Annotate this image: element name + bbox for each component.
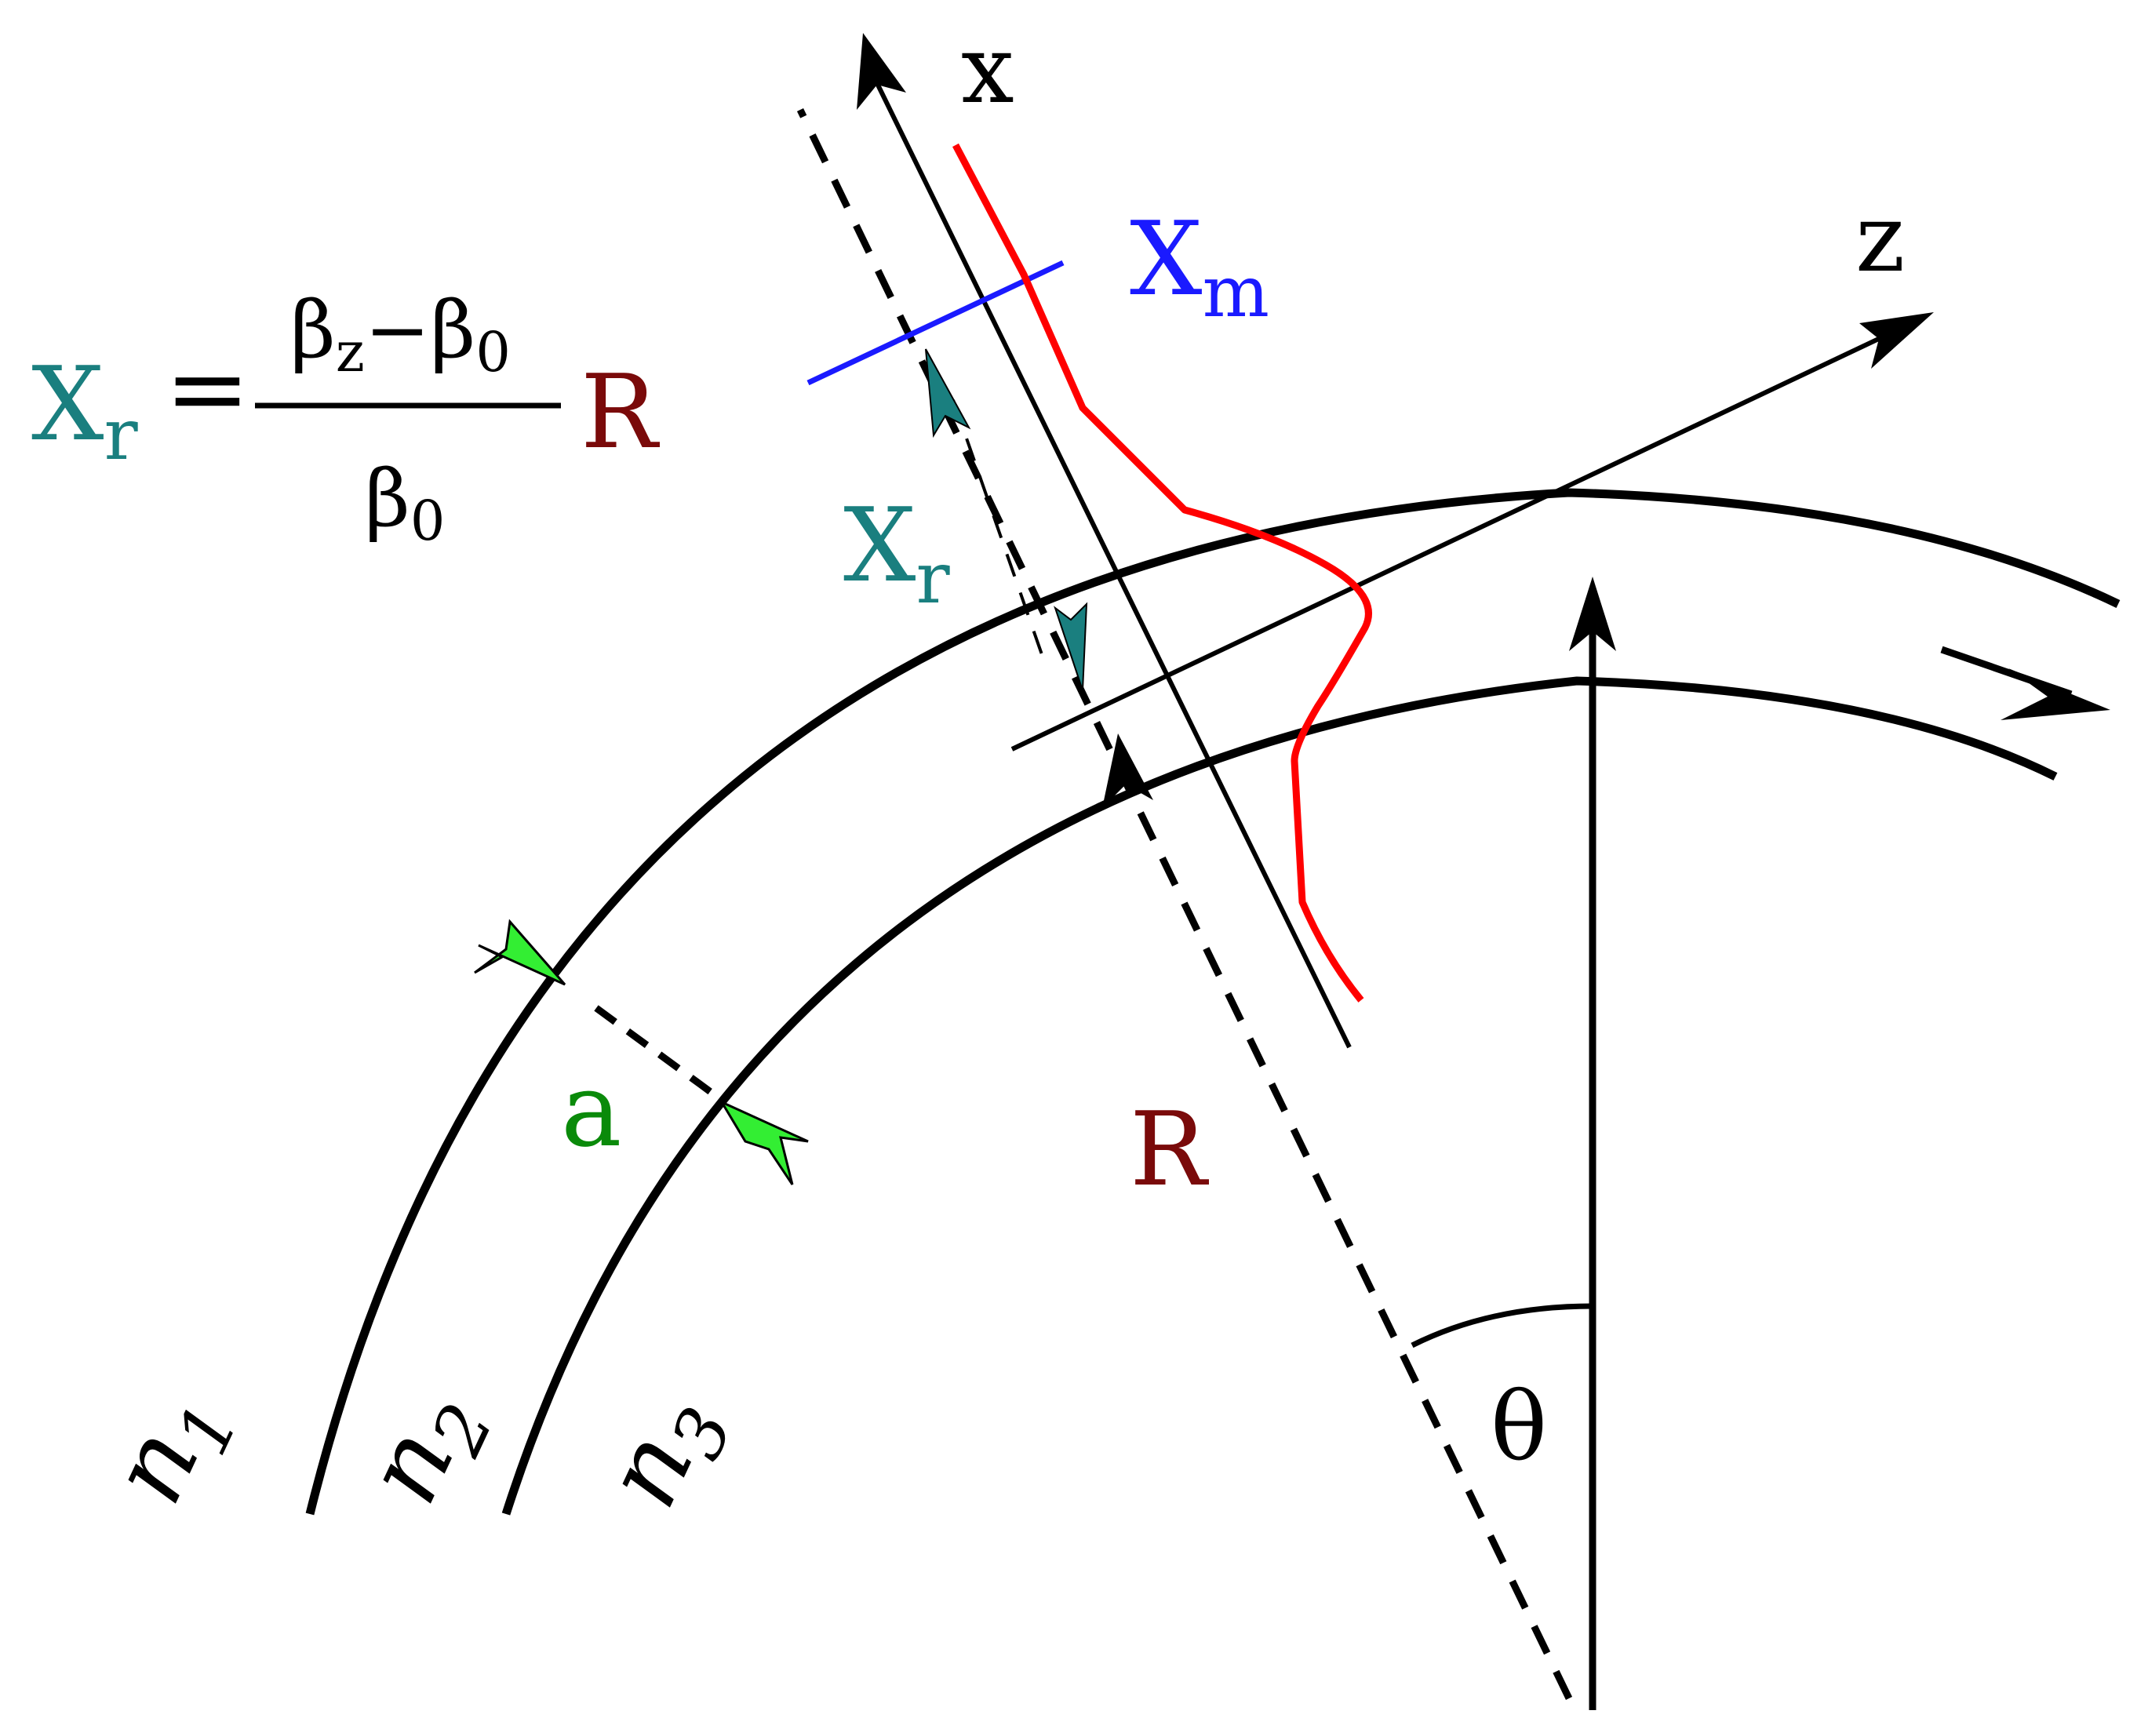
vertical-reference-line <box>1569 577 1616 1710</box>
den-beta: β <box>365 453 410 544</box>
num-beta2: β <box>431 284 476 376</box>
xr-sub: r <box>916 537 951 620</box>
axis-x-label: x <box>961 16 1014 125</box>
xr-label: Xr <box>843 486 951 620</box>
formula-rhs: R <box>581 352 660 471</box>
width-indicator <box>474 919 809 1185</box>
num-minus: − <box>365 284 431 376</box>
radius-arrowhead <box>1102 733 1153 808</box>
formula-lhs-sub: r <box>104 394 139 476</box>
axis-z-label: z <box>1855 184 1905 293</box>
formula-lhs: Xr <box>31 344 139 476</box>
xm-sub: m <box>1203 251 1269 333</box>
outer-waveguide-boundary <box>305 488 2121 1516</box>
n2-label: n2 <box>341 1370 510 1527</box>
inner-waveguide-boundary <box>501 676 2058 1516</box>
n1-label: n1 <box>86 1370 255 1527</box>
xm-marker-line <box>806 260 1065 386</box>
den-sub-0: 0 <box>410 489 446 553</box>
n3-label: n3 <box>581 1374 749 1530</box>
radius-label: R <box>1130 1090 1209 1209</box>
radius-dashed-line <box>796 108 1573 1700</box>
theta-label: θ <box>1491 1373 1547 1482</box>
x-axis <box>857 33 1352 1049</box>
formula-denominator: β0 <box>365 453 445 553</box>
green-arrowhead-inner <box>719 1099 809 1185</box>
green-arrowhead-outer <box>474 919 566 986</box>
propagation-direction-arrow <box>1940 646 2110 720</box>
width-label: a <box>561 1050 622 1170</box>
num-sub-z: z <box>336 320 365 384</box>
formula-equals: = <box>165 329 250 448</box>
mode-field-profile <box>952 143 1372 1003</box>
xm-label: Xm <box>1130 199 1269 333</box>
xr-main: X <box>843 486 916 605</box>
z-axis <box>1010 312 1934 752</box>
xm-main: X <box>1130 199 1203 318</box>
formula-numerator: βz−β0 <box>290 284 511 384</box>
theta-angle-arc <box>1411 1303 1593 1348</box>
formula-lhs-main: X <box>31 344 104 464</box>
num-beta: β <box>290 284 336 376</box>
xr-arrows <box>925 348 1088 691</box>
num-sub-0: 0 <box>475 320 511 384</box>
